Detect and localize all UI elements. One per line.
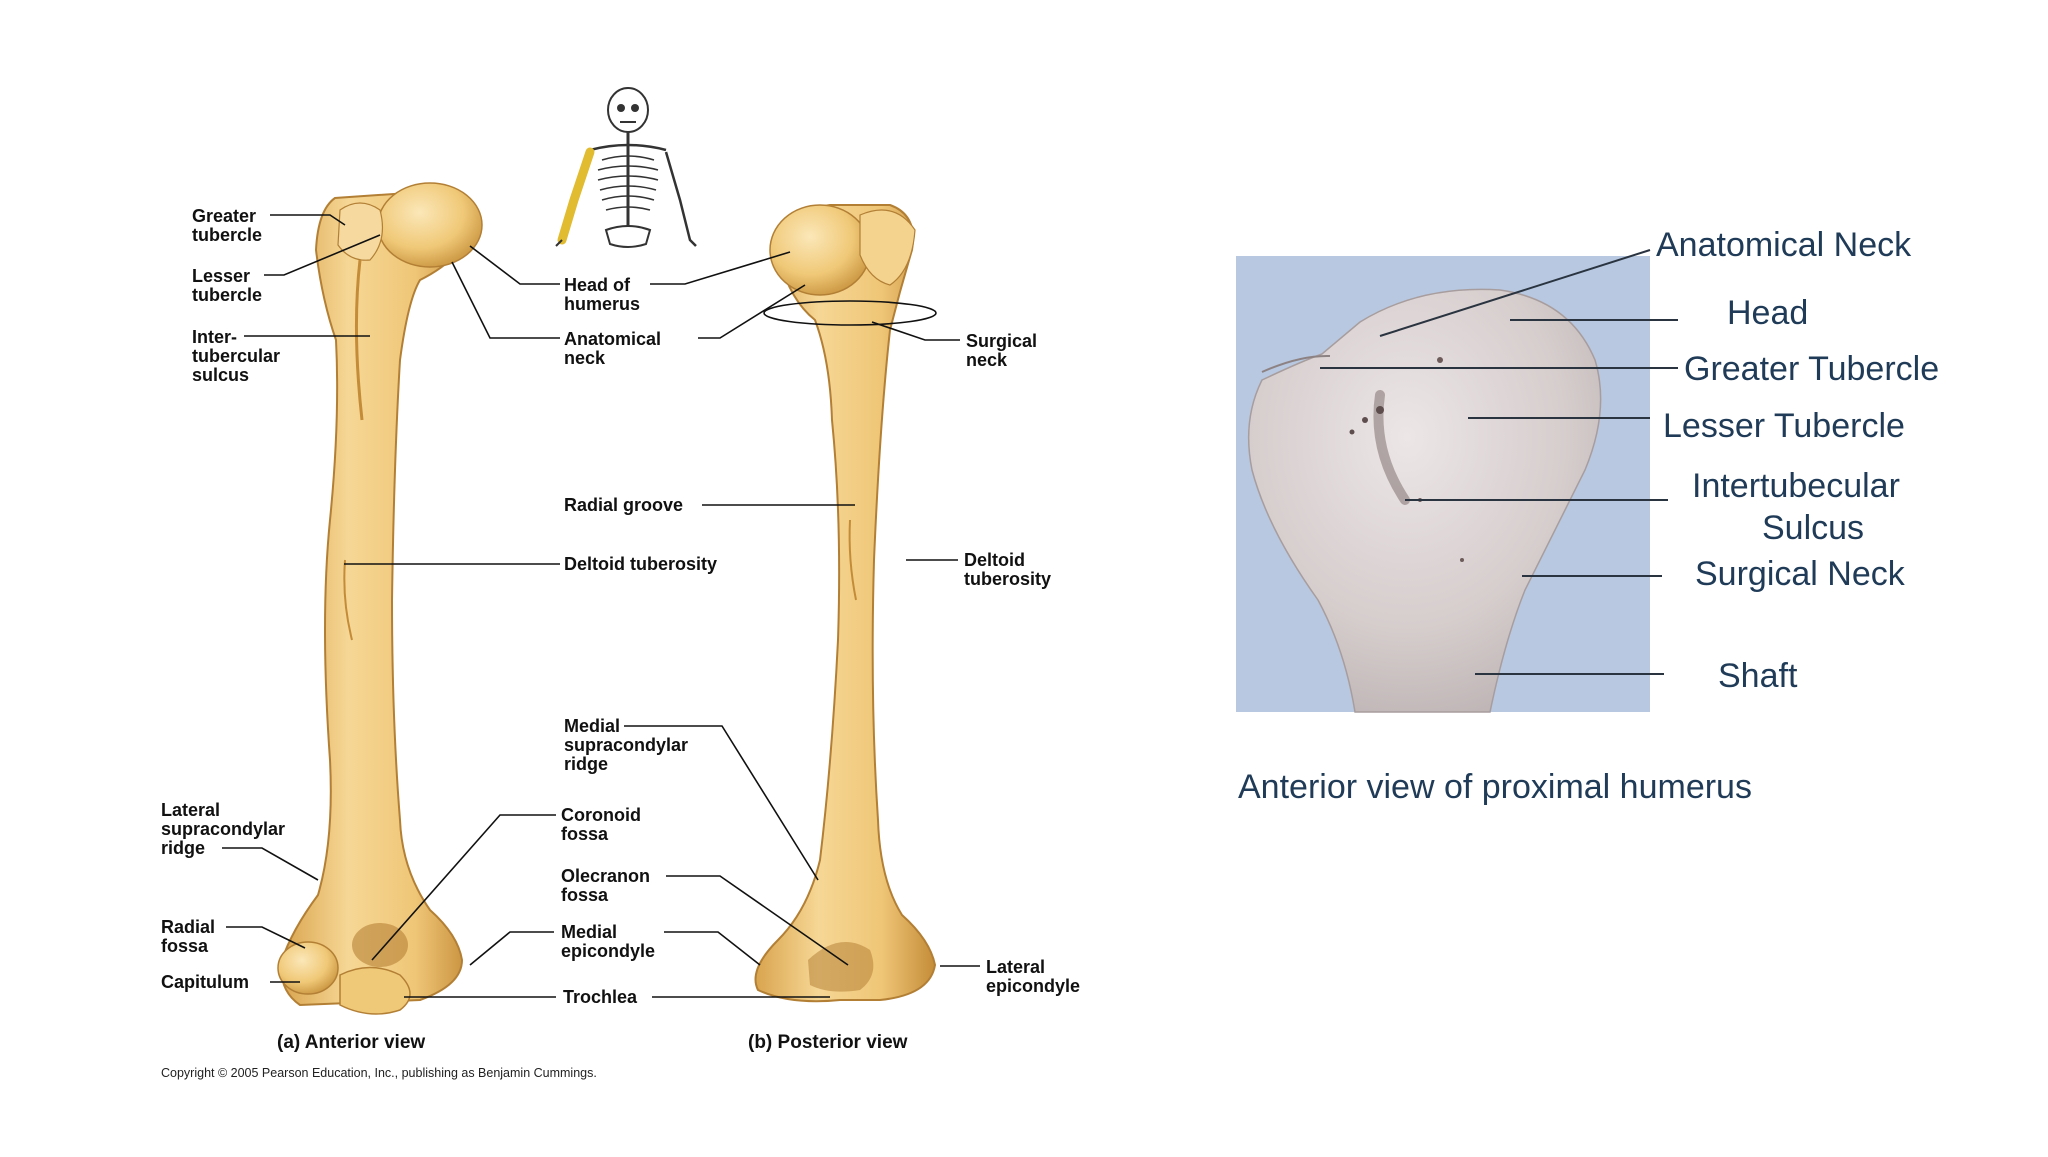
label-lesser-tubercle-photo: Lesser Tubercle [1663, 407, 1905, 445]
label-radial-fossa: Radial fossa [161, 917, 220, 956]
label-deltoid-tuberosity-anterior: Deltoid tuberosity [564, 554, 717, 574]
label-anatomical-neck-photo: Anatomical Neck [1656, 226, 1912, 264]
label-head-photo: Head [1727, 294, 1808, 332]
center-leader-lines [344, 245, 855, 998]
label-coronoid-fossa: Coronoid fossa [561, 805, 646, 844]
label-surgical-neck: Surgical neck [966, 331, 1042, 370]
anterior-leader-lines [222, 214, 381, 983]
posterior-humerus-illustration [754, 204, 937, 1003]
label-trochlea: Trochlea [563, 987, 638, 1007]
label-greater-tubercle: Greater tubercle [192, 206, 262, 245]
right-figure: Anatomical Neck Head Greater Tubercle Le… [1236, 226, 1939, 806]
caption-posterior-view: (b) Posterior view [748, 1032, 908, 1053]
label-medial-epicondyle: Medial epicondyle [561, 922, 655, 961]
label-intertubercular-sulcus: Inter- tubercular sulcus [192, 327, 285, 385]
label-olecranon-fossa: Olecranon fossa [561, 866, 655, 905]
label-anatomical-neck: Anatomical neck [564, 329, 666, 368]
anterior-humerus-illustration [277, 182, 483, 1015]
caption-proximal-humerus: Anterior view of proximal humerus [1238, 768, 1752, 806]
label-lesser-tubercle: Lesser tubercle [192, 266, 262, 305]
label-medial-supracondylar-ridge: Medial supracondylar ridge [564, 716, 693, 774]
left-figure: Greater tubercle Lesser tubercle Inter- … [161, 87, 1080, 1080]
copyright-text: Copyright © 2005 Pearson Education, Inc.… [161, 1066, 597, 1080]
caption-anterior-view: (a) Anterior view [277, 1032, 425, 1053]
label-head-of-humerus: Head of humerus [564, 275, 640, 314]
label-capitulum: Capitulum [161, 972, 249, 992]
label-lateral-supracondylar-ridge: Lateral supracondylar ridge [161, 800, 290, 858]
label-greater-tubercle-photo: Greater Tubercle [1684, 350, 1939, 388]
label-surgical-neck-photo: Surgical Neck [1695, 555, 1906, 593]
right-leader-lines [1320, 249, 1678, 675]
label-deltoid-tuberosity-posterior: Deltoid tuberosity [964, 550, 1051, 589]
label-shaft-photo: Shaft [1718, 657, 1798, 695]
skeleton-icon [555, 87, 697, 248]
label-radial-groove: Radial groove [564, 495, 683, 515]
label-lateral-epicondyle: Lateral epicondyle [986, 957, 1080, 996]
label-intertubecular-sulcus-photo: Intertubecular Sulcus [1692, 467, 1909, 547]
posterior-leader-lines [763, 300, 980, 967]
